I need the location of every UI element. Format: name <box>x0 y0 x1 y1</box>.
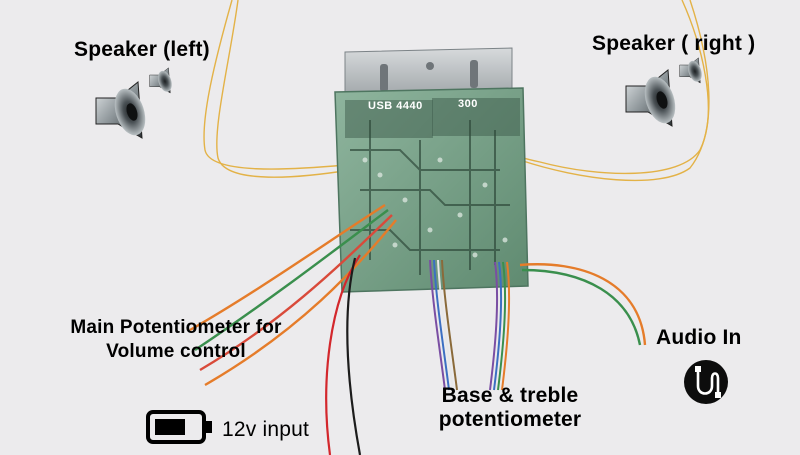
main-pot-label-line2: Volume control <box>106 341 246 362</box>
bass-treble-label-line2: potentiometer <box>438 408 582 431</box>
main-pot-label-line1: Main Potentiometer for <box>70 317 282 338</box>
speaker-icon <box>679 57 702 84</box>
power-input-label: 12v input <box>222 418 310 441</box>
speaker-left-label: Speaker (left) <box>74 38 210 61</box>
speaker-icon <box>149 67 172 94</box>
bass-treble-wires <box>429 259 511 391</box>
board-label-left: USB 4440 <box>368 100 423 112</box>
audio-jack-icon <box>684 360 728 404</box>
bass-treble-label-line1: Base & treble <box>441 384 579 407</box>
board-label-right: 300 <box>458 98 478 110</box>
audio-in-wires <box>519 263 647 346</box>
power-wires <box>325 254 362 455</box>
bass-treble-label: Base & treble potentiometer <box>420 384 600 432</box>
speaker-icon <box>625 69 676 127</box>
main-pot-wires <box>189 203 397 387</box>
audio-in-label: Audio In <box>656 326 742 349</box>
pcb-board <box>334 87 529 293</box>
main-pot-label: Main Potentiometer for Volume control <box>40 316 312 364</box>
speaker-icon <box>95 81 146 139</box>
speaker-right-label: Speaker ( right ) <box>592 32 756 55</box>
battery-icon <box>146 410 212 444</box>
